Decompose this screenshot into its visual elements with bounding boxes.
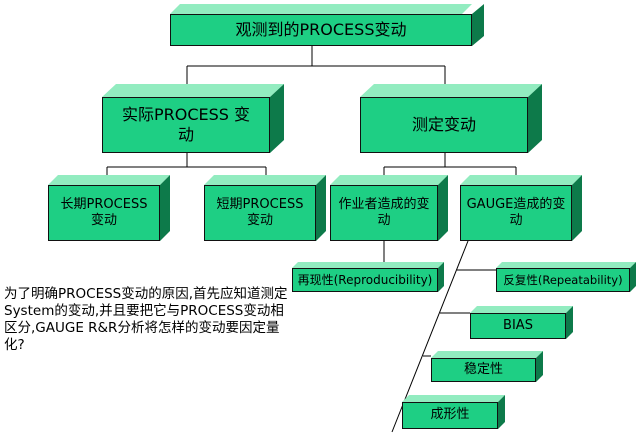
root-node-box: 观测到的PROCESS变动: [170, 14, 472, 46]
operator-side-face: [438, 175, 448, 241]
actual-process-top-face: [102, 84, 284, 97]
linearity-node-box: 成形性: [402, 402, 498, 429]
root-node-label: 观测到的PROCESS变动: [235, 20, 407, 39]
stability-top-face: [431, 351, 543, 358]
long-term-top-face: [48, 175, 170, 185]
long-term-node-label: 长期PROCESS 变动: [60, 196, 148, 228]
root-node-top-face: [170, 4, 472, 14]
bias-side-face: [566, 306, 573, 339]
measurement-node-box: 测定变动: [360, 97, 528, 153]
operator-node-box: 作业者造成的变动: [330, 185, 438, 241]
root-node-side-face: [472, 4, 484, 46]
bias-node-label: BIAS: [503, 317, 533, 333]
operator-node-label: 作业者造成的变动: [338, 196, 430, 228]
gauge-side-face: [572, 175, 582, 241]
actual-process-side-face: [270, 84, 284, 153]
gauge-node-box: GAUGE造成的变动: [460, 185, 572, 241]
short-term-top-face: [204, 175, 326, 185]
operator-top-face: [330, 175, 448, 185]
repeatability-node-label: 反复性(Repeatability): [503, 272, 623, 287]
long-term-node-box: 长期PROCESS 变动: [48, 185, 160, 241]
short-term-node-label: 短期PROCESS 变动: [216, 196, 304, 228]
actual-process-node-box: 实际PROCESS 变动: [102, 97, 270, 153]
measurement-top-face: [360, 84, 542, 97]
repeatability-top-face: [496, 262, 636, 268]
actual-process-node-label: 实际PROCESS 变动: [121, 105, 251, 144]
repeatability-side-face: [630, 262, 636, 292]
reproducibility-top-face: [292, 262, 444, 268]
stability-node-label: 稳定性: [463, 361, 503, 377]
stability-side-face: [536, 351, 543, 382]
measurement-side-face: [528, 84, 542, 153]
bias-node-box: BIAS: [470, 313, 566, 339]
repeatability-node-box: 反复性(Repeatability): [496, 268, 630, 292]
linearity-top-face: [402, 395, 505, 402]
linearity-node-label: 成形性: [430, 407, 470, 423]
stability-node-box: 稳定性: [431, 358, 536, 382]
explanation-text: 为了明确PROCESS变动的原因,首先应知道测定System的变动,并且要把它与…: [4, 286, 288, 353]
short-term-side-face: [316, 175, 326, 241]
measurement-node-label: 测定变动: [411, 115, 476, 134]
linearity-side-face: [498, 395, 505, 429]
reproducibility-node-label: 再现性(Reproducibility): [297, 272, 433, 287]
reproducibility-node-box: 再现性(Reproducibility): [292, 268, 438, 292]
gauge-top-face: [460, 175, 582, 185]
gauge-node-label: GAUGE造成的变动: [466, 196, 566, 228]
short-term-node-box: 短期PROCESS 变动: [204, 185, 316, 241]
long-term-side-face: [160, 175, 170, 241]
bias-top-face: [470, 306, 573, 313]
reproducibility-side-face: [438, 262, 444, 292]
